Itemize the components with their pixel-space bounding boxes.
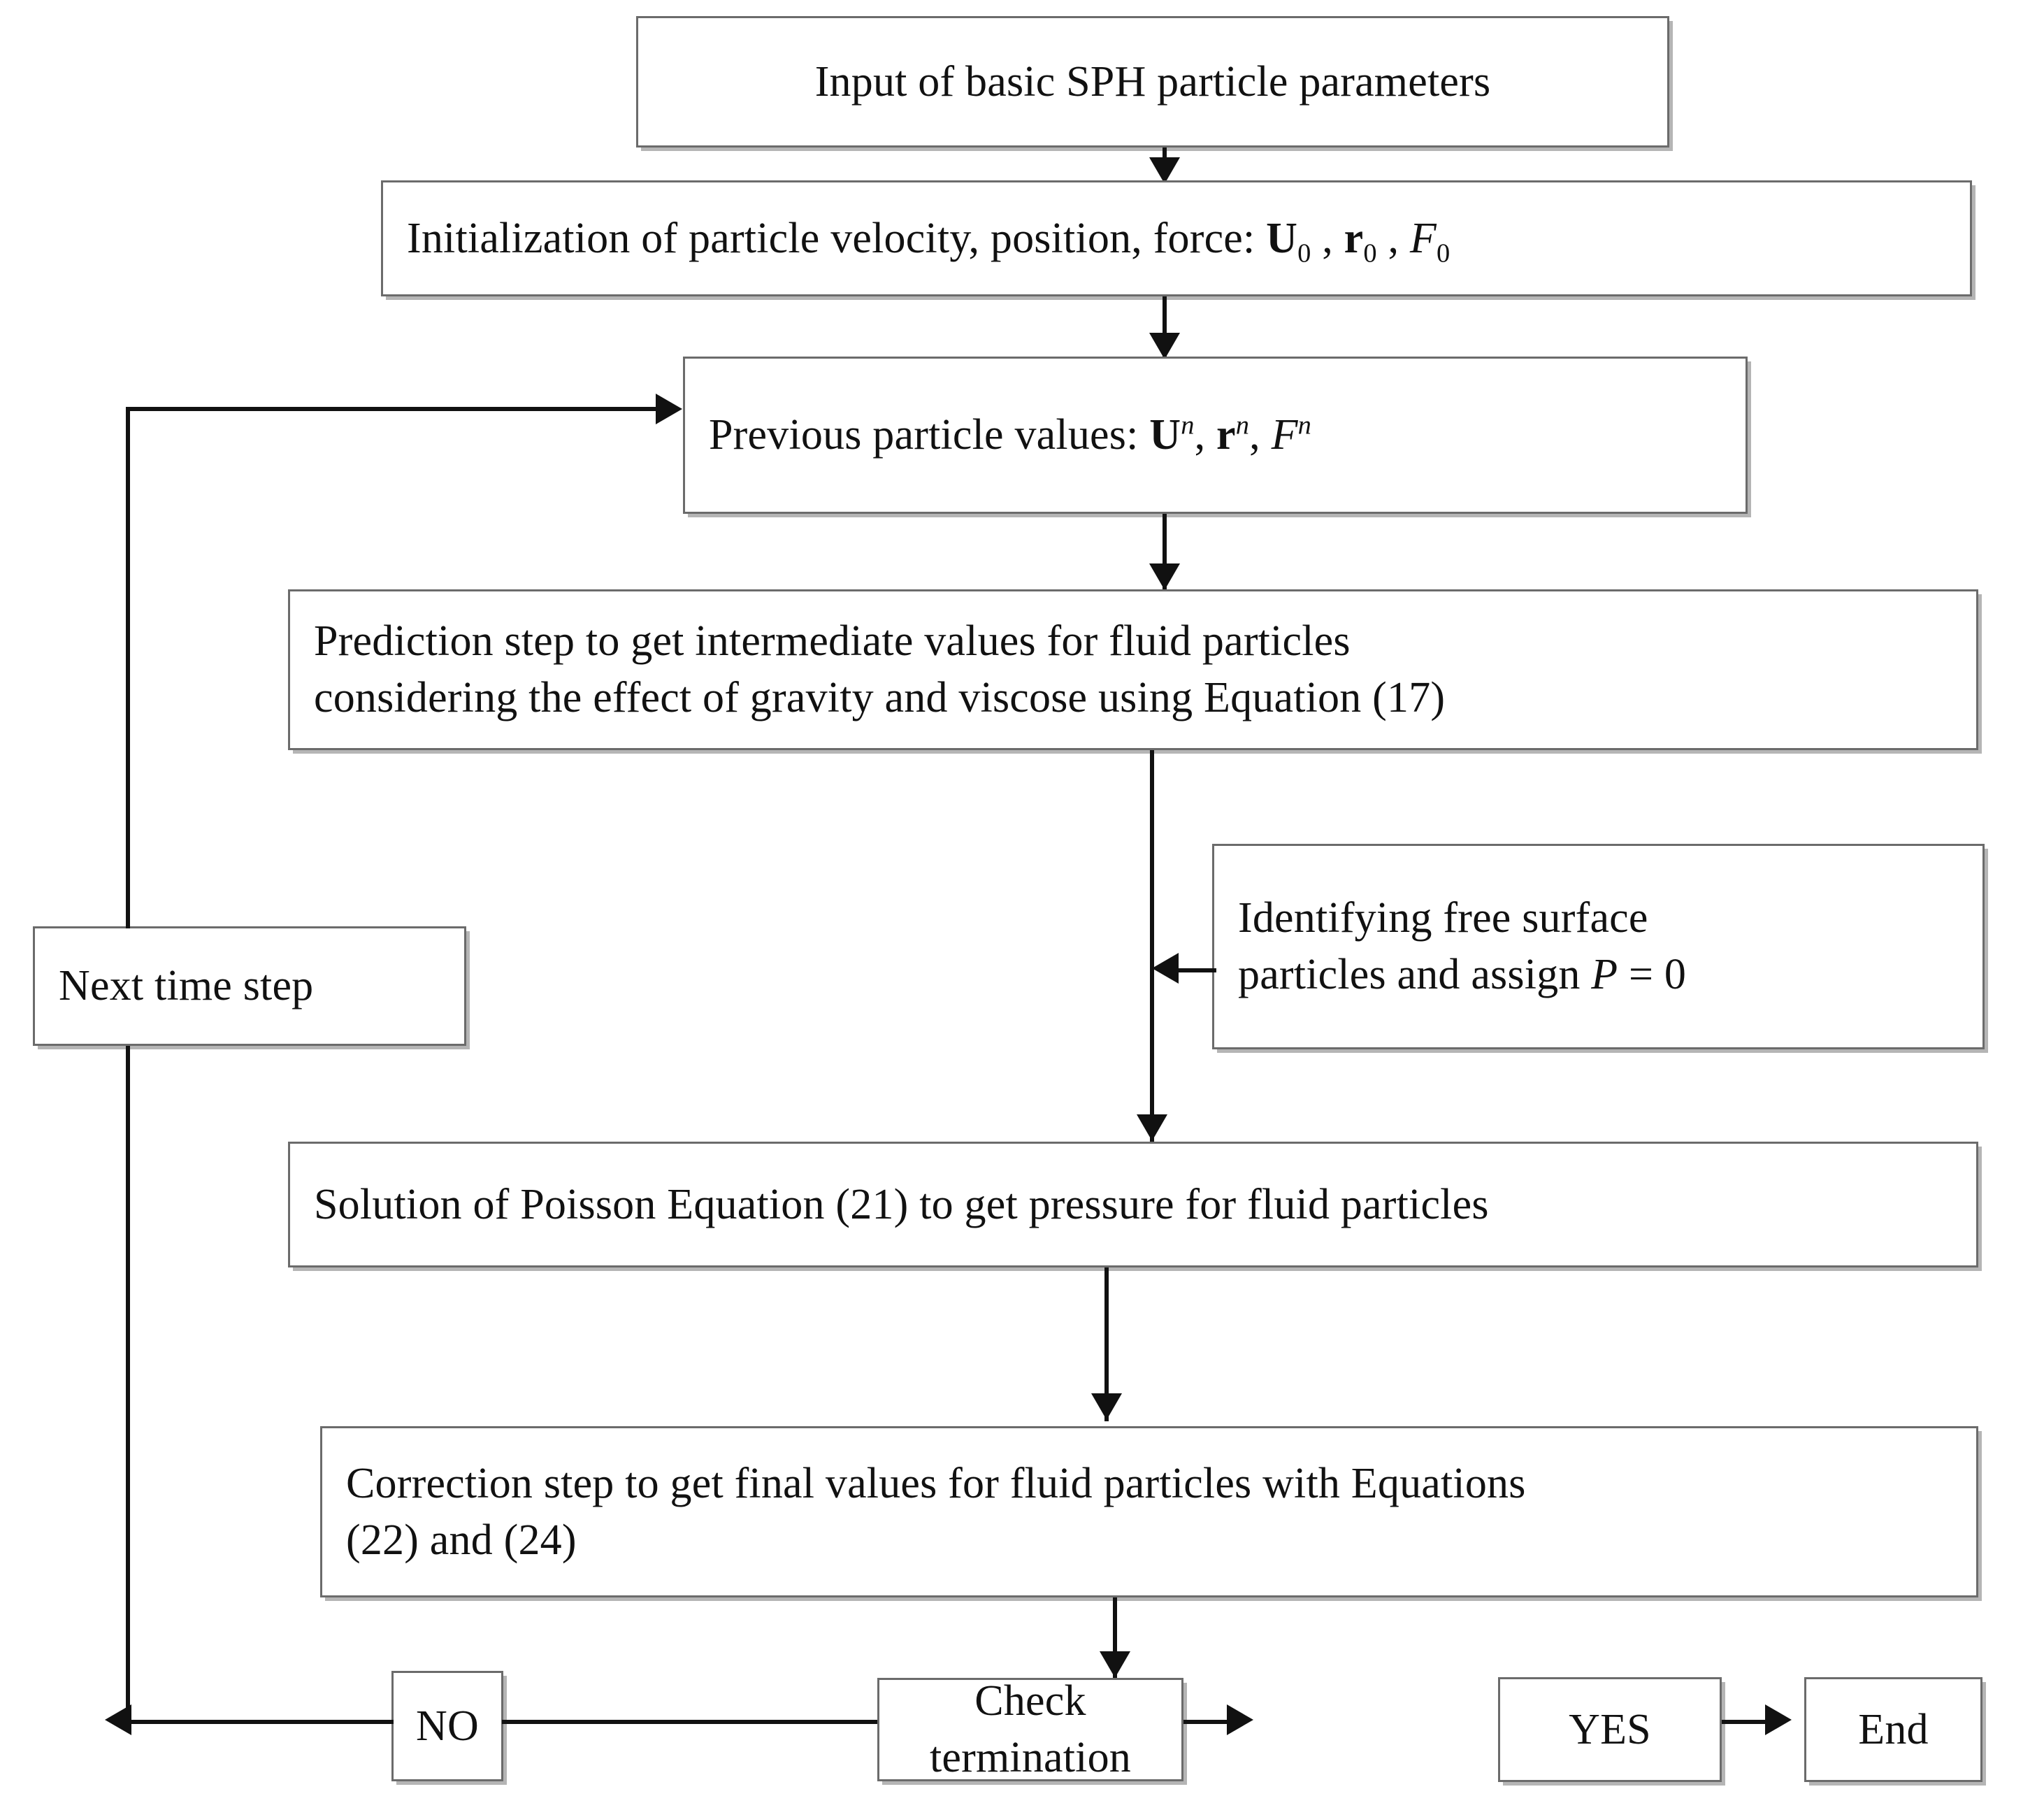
connector-free-surface-to-main-arrowhead (1152, 953, 1179, 984)
node-initialization-subscript-u: 0 (1297, 238, 1311, 268)
connector-no-to-loop-line (128, 1720, 394, 1724)
connector-no-to-loop-arrowhead (105, 1704, 131, 1735)
node-initialization-prefix: Initialization of particle velocity, pos… (407, 214, 1267, 262)
node-initialization-symbol-r: r (1344, 214, 1364, 262)
node-no-branch-label: NO (416, 1702, 479, 1750)
node-free-surface-line1: Identifying free surface (1238, 894, 1648, 942)
node-initialization-label: Initialization of particle velocity, pos… (383, 210, 1970, 267)
node-previous-values-label: Previous particle values: Un, rn, Fn (685, 407, 1746, 464)
connector-free-surface-to-main-line (1174, 968, 1216, 972)
node-next-time-step-label: Next time step (59, 962, 314, 1010)
node-yes-branch-label: YES (1569, 1705, 1651, 1753)
connector-correction-to-check-arrowhead (1100, 1651, 1130, 1678)
node-free-surface-symbol-p: P (1591, 951, 1618, 998)
node-previous-values-superscript-u: n (1181, 410, 1195, 440)
node-initialization[interactable]: Initialization of particle velocity, pos… (381, 180, 1972, 296)
node-correction-step-line2: (22) and (24) (346, 1516, 577, 1564)
node-end[interactable]: End (1804, 1677, 1982, 1782)
node-poisson-label: Solution of Poisson Equation (21) to get… (314, 1180, 1489, 1228)
node-prediction-step-label: Prediction step to get intermediate valu… (290, 613, 1976, 726)
connector-poisson-to-correction-arrowhead (1091, 1393, 1122, 1420)
node-previous-values-separator-2: , (1249, 411, 1272, 459)
node-previous-values-symbol-r: r (1216, 411, 1236, 459)
node-correction-step-line1: Correction step to get final values for … (346, 1459, 1526, 1507)
node-previous-values-prefix: Previous particle values: (709, 411, 1150, 459)
node-correction-step-label: Correction step to get final values for … (322, 1456, 1976, 1568)
connector-prediction-to-poisson-arrowhead (1137, 1114, 1167, 1141)
node-end-label: End (1858, 1705, 1929, 1753)
connector-prediction-to-poisson-line (1150, 750, 1154, 1142)
connector-check-to-yes-arrowhead (1227, 1704, 1253, 1735)
connector-initialization-to-previous-line (1163, 296, 1167, 359)
node-previous-values-superscript-f: n (1297, 410, 1312, 440)
connector-check-to-no-line (502, 1720, 879, 1724)
connector-loop-to-previous-arrowhead (656, 394, 682, 424)
node-previous-values-symbol-u: U (1149, 411, 1181, 459)
connector-loop-horizontal-to-previous (126, 407, 657, 411)
node-previous-values-symbol-f: F (1271, 411, 1298, 459)
connector-loop-vertical-up (126, 407, 130, 928)
node-prediction-step-line2: considering the effect of gravity and vi… (314, 674, 1446, 721)
node-initialization-symbol-f: F (1409, 214, 1437, 262)
node-prediction-step[interactable]: Prediction step to get intermediate valu… (288, 589, 1978, 750)
connector-check-to-yes-line (1183, 1720, 1231, 1724)
node-check-termination-label: Check termination (929, 1677, 1131, 1781)
node-initialization-separator-2: , (1376, 214, 1410, 262)
node-initialization-separator-1: , (1311, 214, 1344, 262)
node-correction-step[interactable]: Correction step to get final values for … (320, 1426, 1978, 1597)
connector-previous-to-prediction-arrowhead (1149, 563, 1180, 590)
connector-yes-to-end-line (1722, 1720, 1769, 1724)
connector-loop-vertical-down (126, 1046, 130, 1722)
node-free-surface-equation: = 0 (1618, 951, 1687, 998)
node-free-surface-label: Identifying free surface particles and a… (1214, 890, 1982, 1003)
connector-poisson-to-correction-line (1104, 1267, 1109, 1421)
node-previous-values-separator-1: , (1194, 411, 1217, 459)
node-free-surface[interactable]: Identifying free surface particles and a… (1212, 844, 1985, 1049)
connector-input-to-initialization-arrowhead (1149, 157, 1180, 184)
node-initialization-symbol-u: U (1266, 214, 1298, 262)
node-previous-values[interactable]: Previous particle values: Un, rn, Fn (683, 357, 1748, 514)
node-no-branch[interactable]: NO (391, 1671, 503, 1781)
node-initialization-subscript-r: 0 (1363, 238, 1377, 268)
node-prediction-step-line1: Prediction step to get intermediate valu… (314, 617, 1351, 666)
node-free-surface-line2-prefix: particles and assign (1238, 951, 1592, 998)
node-previous-values-superscript-r: n (1235, 410, 1250, 440)
connector-correction-to-check-line (1113, 1597, 1117, 1680)
node-check-termination[interactable]: Check termination (877, 1677, 1183, 1781)
connector-yes-to-end-arrowhead (1765, 1704, 1792, 1735)
connector-previous-to-prediction-line (1163, 514, 1167, 591)
node-yes-branch[interactable]: YES (1498, 1677, 1722, 1782)
connector-initialization-to-previous-arrowhead (1149, 333, 1180, 359)
node-input-params[interactable]: Input of basic SPH particle parameters (636, 16, 1669, 148)
node-poisson[interactable]: Solution of Poisson Equation (21) to get… (288, 1142, 1978, 1267)
node-initialization-subscript-f: 0 (1437, 238, 1451, 268)
node-input-params-label: Input of basic SPH particle parameters (814, 57, 1491, 106)
node-next-time-step[interactable]: Next time step (33, 926, 466, 1046)
